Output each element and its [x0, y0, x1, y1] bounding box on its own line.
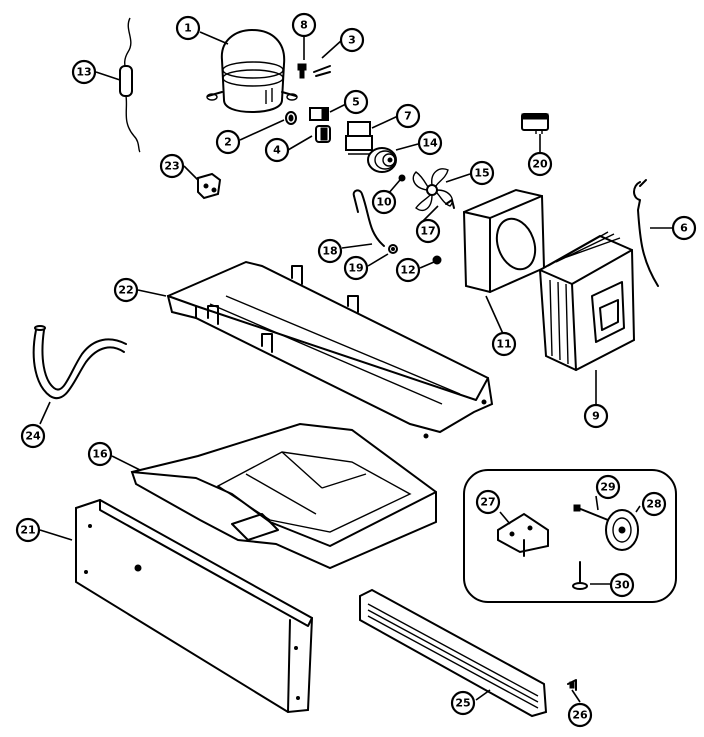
callout-10: 10	[371, 189, 397, 215]
svg-text:8: 8	[300, 19, 308, 32]
callout-24: 24	[20, 423, 46, 449]
callout-21: 21	[15, 517, 41, 543]
svg-text:21: 21	[20, 524, 35, 537]
part-22-base-plate	[166, 260, 494, 439]
part-28-wheel	[605, 509, 639, 551]
callout-26: 26	[567, 702, 593, 728]
callout-5: 5	[343, 89, 369, 115]
svg-text:13: 13	[76, 66, 91, 79]
svg-text:6: 6	[680, 222, 688, 235]
inset-box	[463, 469, 677, 603]
part-13-drier	[119, 17, 141, 153]
part-26-screw	[567, 679, 577, 691]
callout-28: 28	[641, 491, 667, 517]
svg-text:2: 2	[224, 136, 232, 149]
leader-lines	[39, 31, 672, 703]
callout-6: 6	[671, 215, 697, 241]
part-4-overload	[315, 125, 331, 143]
svg-text:11: 11	[496, 338, 511, 351]
svg-text:23: 23	[164, 160, 179, 173]
part-9-condenser	[538, 231, 636, 372]
svg-text:4: 4	[273, 144, 281, 157]
part-8-screw	[297, 63, 307, 79]
svg-text:12: 12	[400, 264, 415, 277]
part-16-drain-pan	[130, 422, 437, 570]
part-17-bracket	[445, 199, 455, 209]
callout-13: 13	[71, 59, 97, 85]
callout-27: 27	[475, 489, 501, 515]
part-29-axle	[573, 504, 609, 521]
svg-text:16: 16	[92, 448, 108, 461]
svg-text:29: 29	[600, 481, 615, 494]
callout-17: 17	[415, 218, 441, 244]
svg-text:17: 17	[420, 225, 435, 238]
svg-text:10: 10	[376, 196, 392, 209]
callout-8: 8	[291, 12, 317, 38]
svg-text:24: 24	[25, 430, 41, 443]
callout-15: 15	[469, 160, 495, 186]
part-21-kickplate	[75, 498, 314, 714]
callout-20: 20	[527, 151, 553, 177]
callout-7: 7	[395, 103, 421, 129]
part-20-relay-box	[521, 113, 549, 134]
callout-14: 14	[417, 130, 443, 156]
part-7-capacitor	[345, 121, 373, 155]
svg-text:15: 15	[474, 167, 489, 180]
part-14-fan-motor	[367, 147, 397, 173]
part-10-nut	[398, 174, 406, 182]
svg-text:18: 18	[322, 245, 337, 258]
svg-text:28: 28	[646, 498, 661, 511]
part-27-roller-bracket	[497, 512, 549, 557]
svg-text:25: 25	[455, 697, 470, 710]
svg-text:27: 27	[480, 496, 495, 509]
part-1-compressor	[206, 29, 298, 113]
part-2-grommet	[285, 111, 297, 125]
callout-22: 22	[113, 277, 139, 303]
callout-30: 30	[609, 572, 635, 598]
svg-text:3: 3	[348, 34, 356, 47]
part-3-clip	[313, 65, 331, 77]
callout-4: 4	[264, 137, 290, 163]
part-30-leveler	[572, 561, 588, 590]
callout-25: 25	[450, 690, 476, 716]
part-15-fan-blade	[412, 168, 454, 212]
svg-text:1: 1	[184, 22, 192, 35]
callout-18: 18	[317, 238, 343, 264]
svg-text:30: 30	[614, 579, 630, 592]
callout-19: 19	[343, 255, 369, 281]
part-24-hose	[32, 325, 127, 400]
svg-text:19: 19	[348, 262, 363, 275]
callout-11: 11	[491, 331, 517, 357]
svg-text:5: 5	[352, 96, 360, 109]
callout-3: 3	[339, 27, 365, 53]
callout-16: 16	[87, 441, 113, 467]
part-23-bracket	[197, 172, 222, 200]
svg-text:7: 7	[404, 110, 412, 123]
callout-2: 2	[215, 129, 241, 155]
part-25-grille	[359, 588, 548, 718]
callout-1: 1	[175, 15, 201, 41]
part-18-strap	[352, 189, 385, 247]
svg-text:22: 22	[118, 284, 133, 297]
part-5-relay	[309, 107, 329, 121]
svg-text:26: 26	[572, 709, 588, 722]
callout-29: 29	[595, 474, 621, 500]
callout-9: 9	[583, 403, 609, 429]
svg-text:14: 14	[422, 137, 438, 150]
part-12-nut	[432, 255, 442, 265]
part-11-shroud	[462, 188, 546, 294]
svg-text:20: 20	[532, 158, 548, 171]
svg-text:9: 9	[592, 410, 600, 423]
callout-12: 12	[395, 257, 421, 283]
callout-23: 23	[159, 153, 185, 179]
part-6-cord	[633, 179, 659, 287]
part-19-nut	[388, 244, 398, 254]
